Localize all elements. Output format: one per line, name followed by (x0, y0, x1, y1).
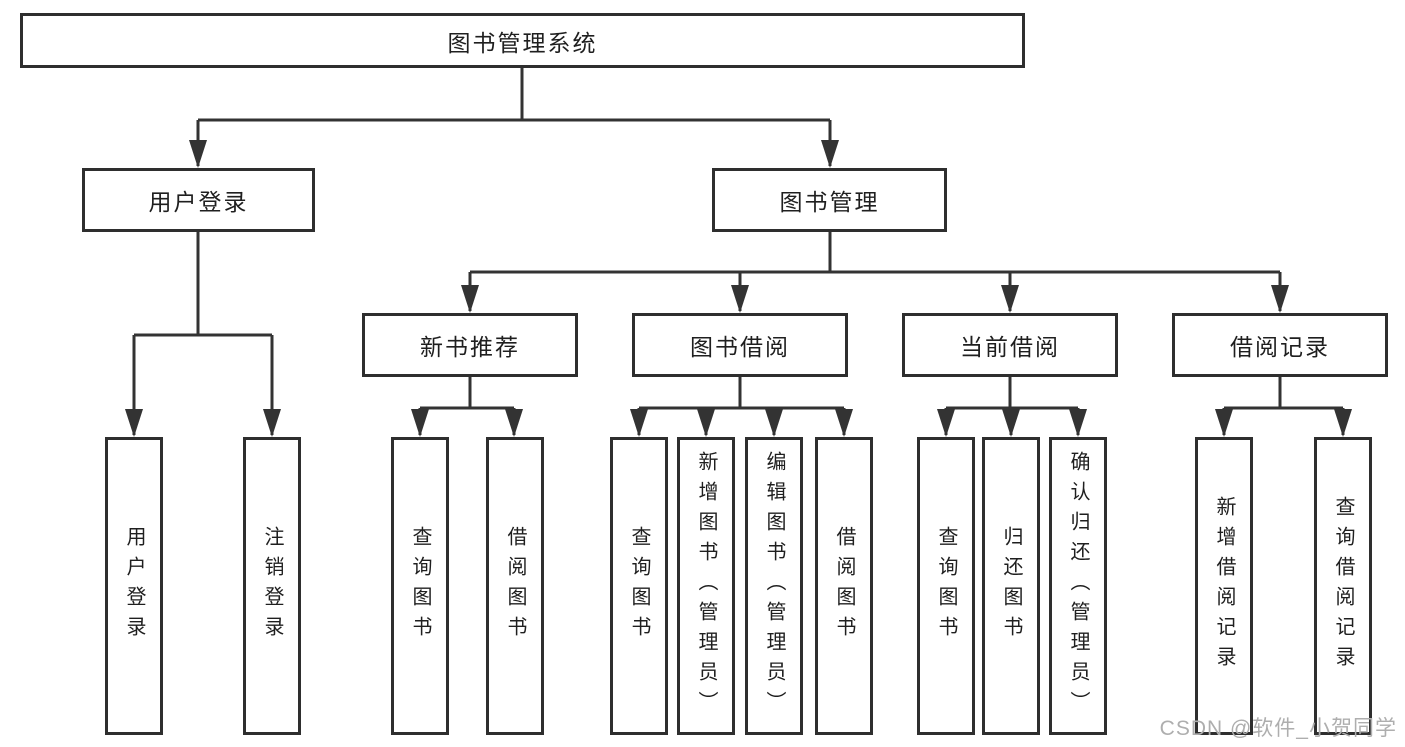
leaf-borrow-books-recommend: 借阅图书 (486, 437, 544, 735)
leaf-add-borrow-record-label: 新增借阅记录 (1213, 496, 1235, 676)
leaf-edit-books-admin: 编辑图书（管理员） (745, 437, 803, 735)
leaf-user-login-label: 用户登录 (123, 526, 145, 646)
leaf-logout-login-label: 注销登录 (261, 526, 283, 646)
arrowhead-icon (1002, 409, 1020, 437)
arrowhead-icon (505, 409, 523, 437)
leaf-borrow-books-borrowing-label: 借阅图书 (833, 526, 855, 646)
leaf-query-books-borrowing-label: 查询图书 (628, 526, 650, 646)
node-book-management-label: 图书管理 (779, 189, 880, 215)
node-root-label: 图书管理系统 (447, 29, 598, 56)
arrowhead-icon (697, 409, 715, 437)
csdn-watermark: CSDN @软件_小贺同学 (1159, 717, 1397, 740)
node-book-management: 图书管理 (712, 168, 947, 232)
leaf-user-login: 用户登录 (105, 437, 163, 735)
node-current-borrowing-label: 当前借阅 (960, 334, 1060, 360)
node-new-book-recommend: 新书推荐 (362, 313, 578, 377)
leaf-query-borrow-record-label: 查询借阅记录 (1332, 496, 1354, 676)
node-book-borrowing-label: 图书借阅 (690, 334, 790, 360)
leaf-confirm-return-admin: 确认归还（管理员） (1049, 437, 1107, 735)
arrowhead-icon (461, 285, 479, 313)
arrowhead-icon (630, 409, 648, 437)
leaf-return-books: 归还图书 (982, 437, 1040, 735)
leaf-borrow-books-borrowing: 借阅图书 (815, 437, 873, 735)
arrowhead-icon (1001, 285, 1019, 313)
leaf-query-borrow-record: 查询借阅记录 (1314, 437, 1372, 735)
node-current-borrowing: 当前借阅 (902, 313, 1118, 377)
arrowhead-icon (1215, 409, 1233, 437)
leaf-query-books-current-label: 查询图书 (935, 526, 957, 646)
leaf-query-books-borrowing: 查询图书 (610, 437, 668, 735)
leaf-query-books-recommend-label: 查询图书 (409, 526, 431, 646)
leaf-edit-books-admin-label: 编辑图书（管理员） (763, 451, 785, 721)
node-borrow-records: 借阅记录 (1172, 313, 1388, 377)
node-root: 图书管理系统 (20, 13, 1025, 68)
arrowhead-icon (189, 140, 207, 168)
arrowhead-icon (821, 140, 839, 168)
node-borrow-records-label: 借阅记录 (1230, 334, 1330, 360)
arrowhead-icon (765, 409, 783, 437)
leaf-borrow-books-recommend-label: 借阅图书 (504, 526, 526, 646)
arrowhead-icon (1271, 285, 1289, 313)
arrowhead-icon (1334, 409, 1352, 437)
leaf-logout-login: 注销登录 (243, 437, 301, 735)
leaf-confirm-return-admin-label: 确认归还（管理员） (1067, 451, 1089, 721)
leaf-add-books-admin-label: 新增图书（管理员） (695, 451, 717, 721)
node-new-book-recommend-label: 新书推荐 (420, 334, 520, 360)
leaf-query-books-current: 查询图书 (917, 437, 975, 735)
arrowhead-icon (263, 409, 281, 437)
leaf-add-borrow-record: 新增借阅记录 (1195, 437, 1253, 735)
node-book-borrowing: 图书借阅 (632, 313, 848, 377)
arrowhead-icon (731, 285, 749, 313)
leaf-add-books-admin: 新增图书（管理员） (677, 437, 735, 735)
arrowhead-group (125, 140, 1352, 437)
arrowhead-icon (125, 409, 143, 437)
arrowhead-icon (411, 409, 429, 437)
leaf-query-books-recommend: 查询图书 (391, 437, 449, 735)
node-user-login: 用户登录 (82, 168, 315, 232)
arrowhead-icon (1069, 409, 1087, 437)
node-user-login-label: 用户登录 (148, 189, 249, 215)
arrowhead-icon (835, 409, 853, 437)
arrowhead-icon (937, 409, 955, 437)
leaf-return-books-label: 归还图书 (1000, 526, 1022, 646)
connector-line (132, 68, 1345, 435)
